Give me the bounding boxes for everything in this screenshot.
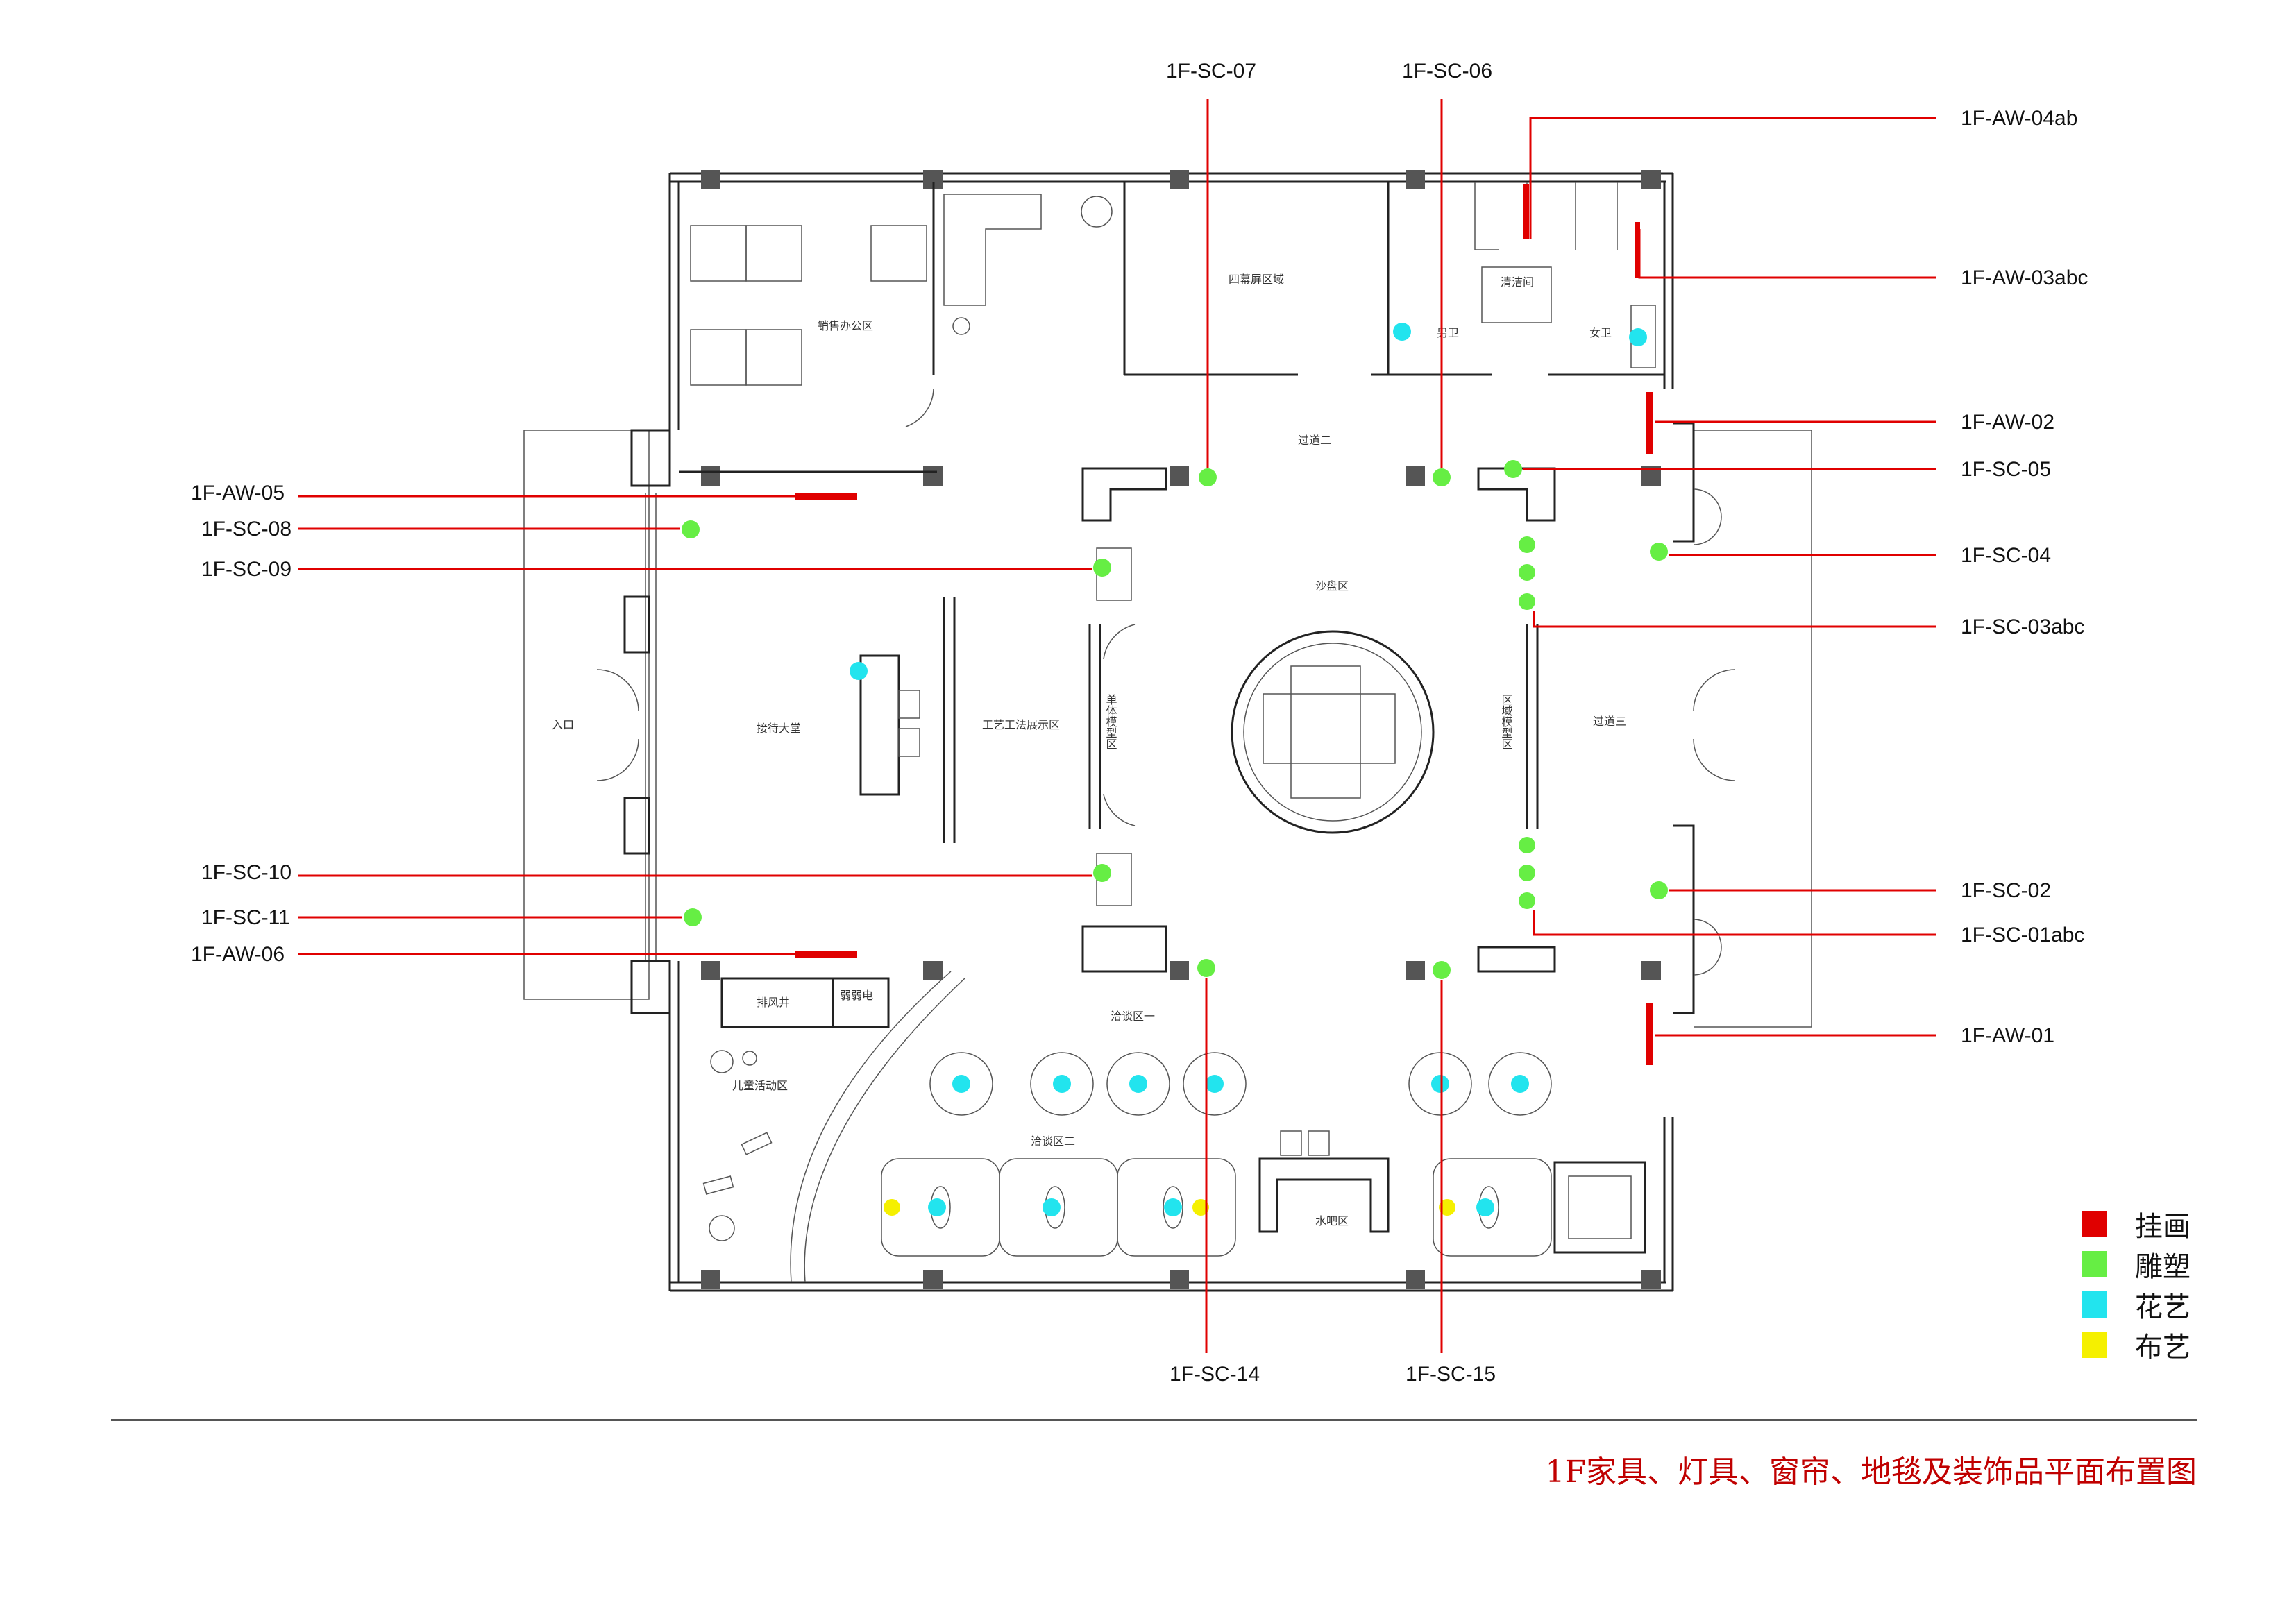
legend-item-flower: 花艺 xyxy=(2082,1284,2191,1325)
room-label-exhaust-shaft: 排风井 xyxy=(757,996,790,1009)
sculpture-dot-sc08 xyxy=(682,520,700,538)
room-label-craft-display: 工艺工法展示区 xyxy=(982,718,1060,731)
callout-aw06: 1F-AW-06 xyxy=(191,943,285,966)
callout-sc08: 1F-SC-08 xyxy=(201,518,292,541)
legend-item-painting: 挂画 xyxy=(2082,1204,2191,1244)
sculpture-dot-sc07 xyxy=(1199,468,1217,486)
sculpture-dot-sc10 xyxy=(1093,864,1111,882)
room-label-corridor3: 过道三 xyxy=(1593,715,1626,728)
legend-swatch-flower xyxy=(2082,1291,2107,1318)
room-label-screen-area: 四幕屏区域 xyxy=(1229,273,1284,286)
callout-sc15: 1F-SC-15 xyxy=(1406,1363,1496,1386)
callout-sc10: 1F-SC-10 xyxy=(201,861,292,884)
sculpture-dot-sc02 xyxy=(1650,881,1668,899)
legend-swatch-painting xyxy=(2082,1211,2107,1237)
room-label-cleaning: 清洁间 xyxy=(1501,275,1534,289)
legend-item-sculpture: 雕塑 xyxy=(2082,1244,2191,1284)
callout-sc07: 1F-SC-07 xyxy=(1166,60,1256,83)
room-label-negotiation2: 洽谈区二 xyxy=(1031,1135,1075,1148)
callout-sc14: 1F-SC-14 xyxy=(1170,1363,1260,1386)
legend-label-textile: 布艺 xyxy=(2135,1332,2191,1363)
callout-sc05: 1F-SC-05 xyxy=(1961,458,2051,481)
callout-aw01: 1F-AW-01 xyxy=(1961,1024,2054,1047)
room-label-water-bar: 水吧区 xyxy=(1315,1214,1349,1227)
sculpture-dot-sc03c xyxy=(1519,593,1535,610)
title-rule xyxy=(111,1419,2197,1421)
room-label-sales-office: 销售办公区 xyxy=(818,319,873,332)
sculpture-dot-sc15 xyxy=(1433,961,1451,979)
flower-markers xyxy=(850,323,1647,1216)
leader-lines xyxy=(298,99,1936,1353)
callout-sc04: 1F-SC-04 xyxy=(1961,544,2051,567)
room-label-entrance: 入口 xyxy=(552,718,574,731)
painting-marker-aw05 xyxy=(795,493,857,500)
callout-labels: 1F-SC-07 1F-SC-06 1F-AW-04ab 1F-AW-03abc… xyxy=(191,60,2088,1386)
room-label-sand-table: 沙盘区 xyxy=(1315,579,1349,593)
building-walls xyxy=(523,172,1812,1292)
room-labels: 销售办公区 四幕屏区域 清洁间 男卫 女卫 过道二 沙盘区 单体模型区 区域模型… xyxy=(552,273,1626,1227)
painting-marker-aw02 xyxy=(1646,392,1653,454)
room-label-corridor2: 过道二 xyxy=(1298,434,1331,447)
sculpture-dot-sc03a xyxy=(1519,536,1535,553)
sculpture-dot-sc06 xyxy=(1433,468,1451,486)
sculpture-dot-sc03b xyxy=(1519,564,1535,581)
legend-label-sculpture: 雕塑 xyxy=(2135,1251,2191,1283)
painting-marker-aw03abc xyxy=(1635,222,1640,278)
callout-sc03abc: 1F-SC-03abc xyxy=(1961,615,2084,638)
legend-item-textile: 布艺 xyxy=(2082,1325,2191,1365)
sculpture-dot-sc09 xyxy=(1093,559,1111,577)
sculpture-dot-sc01a xyxy=(1519,837,1535,853)
room-label-reception: 接待大堂 xyxy=(757,722,801,735)
sculpture-dot-sc11 xyxy=(684,908,702,926)
callout-aw03abc: 1F-AW-03abc xyxy=(1961,266,2088,289)
sculpture-dot-sc05 xyxy=(1504,460,1522,478)
sculpture-dot-sc14 xyxy=(1197,959,1215,977)
room-label-mens-wc: 男卫 xyxy=(1437,326,1459,339)
room-label-weak-power: 弱弱电 xyxy=(840,989,873,1002)
columns xyxy=(701,170,1661,1289)
painting-marker-aw01 xyxy=(1646,1003,1653,1065)
legend-label-flower: 花艺 xyxy=(2135,1291,2191,1323)
legend-swatch-textile xyxy=(2082,1332,2107,1358)
legend: 挂画 雕塑 花艺 布艺 xyxy=(2082,1204,2191,1365)
painting-markers xyxy=(795,184,1653,1065)
callout-aw04ab: 1F-AW-04ab xyxy=(1961,107,2077,130)
callout-sc02: 1F-SC-02 xyxy=(1961,879,2051,902)
callout-sc01abc: 1F-SC-01abc xyxy=(1961,924,2084,946)
sculpture-markers xyxy=(682,460,1668,979)
legend-label-painting: 挂画 xyxy=(2135,1211,2191,1243)
room-label-womens-wc: 女卫 xyxy=(1589,326,1612,339)
drawing-title: 1F家具、灯具、窗帘、地毯及装饰品平面布置图 xyxy=(1545,1454,2197,1490)
painting-marker-aw06 xyxy=(795,951,857,958)
room-label-kids-area: 儿童活动区 xyxy=(732,1079,788,1092)
sculpture-dot-sc01c xyxy=(1519,892,1535,909)
callout-aw05: 1F-AW-05 xyxy=(191,482,285,504)
legend-swatch-sculpture xyxy=(2082,1251,2107,1277)
sculpture-dot-sc04 xyxy=(1650,543,1668,561)
textile-markers xyxy=(884,1199,1455,1216)
room-label-negotiation1: 洽谈区一 xyxy=(1111,1010,1155,1023)
room-label-unit-model: 单体模型区 xyxy=(1104,694,1117,749)
callout-aw02: 1F-AW-02 xyxy=(1961,411,2054,434)
callout-sc09: 1F-SC-09 xyxy=(201,558,292,581)
interior-partitions xyxy=(679,182,1664,1283)
room-label-area-model: 区域模型区 xyxy=(1500,694,1513,749)
callout-sc11: 1F-SC-11 xyxy=(201,906,290,929)
callout-sc06: 1F-SC-06 xyxy=(1402,60,1492,83)
painting-marker-aw04ab xyxy=(1523,184,1529,239)
sculpture-dot-sc01b xyxy=(1519,865,1535,881)
